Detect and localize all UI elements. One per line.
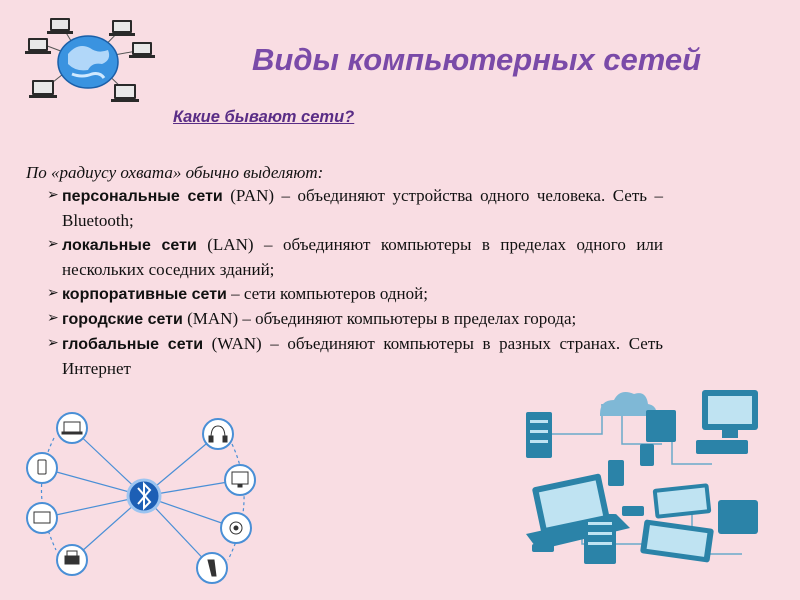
network-description: (PAN) – объединяют устройства одного чел… [62,186,664,230]
network-description: (MAN) – объединяют компьютеры в пределах… [182,309,577,328]
intro-text: По «радиусу охвата» обычно выделяют: [26,163,324,182]
slide-title: Виды компьютерных сетей [252,42,702,77]
arrow-bullet-icon: ➢ [47,311,59,326]
list-item: ➢корпоративные сети – сети компьютеров о… [47,282,663,307]
list-item: ➢персональные сети (PAN) – объединяют ус… [47,184,663,233]
network-term: городские сети [62,311,183,328]
network-term: корпоративные сети [62,286,227,303]
network-description: (LAN) – объединяют компьютеры в пределах… [62,235,663,279]
network-description: – сети компьютеров одной; [226,284,428,303]
list-item: ➢городские сети (MAN) – объединяют компь… [47,307,663,332]
slide-subtitle: Какие бывают сети? [173,108,355,126]
bluetooth-network-icon [26,412,256,584]
arrow-bullet-icon: ➢ [47,286,59,301]
network-term: локальные сети [62,237,197,254]
network-term: персональные сети [62,188,223,205]
network-description: (WAN) – объединяют компьютеры в разных с… [62,334,663,378]
arrow-bullet-icon: ➢ [47,188,59,203]
arrow-bullet-icon: ➢ [47,336,59,351]
network-types-list: ➢персональные сети (PAN) – объединяют ус… [47,184,663,381]
devices-cloud-icon [526,390,758,564]
list-item: ➢глобальные сети (WAN) – объединяют комп… [47,332,663,381]
globe-network-icon [25,18,155,102]
arrow-bullet-icon: ➢ [47,237,59,252]
list-item: ➢локальные сети (LAN) – объединяют компь… [47,233,663,282]
network-term: глобальные сети [62,336,204,353]
